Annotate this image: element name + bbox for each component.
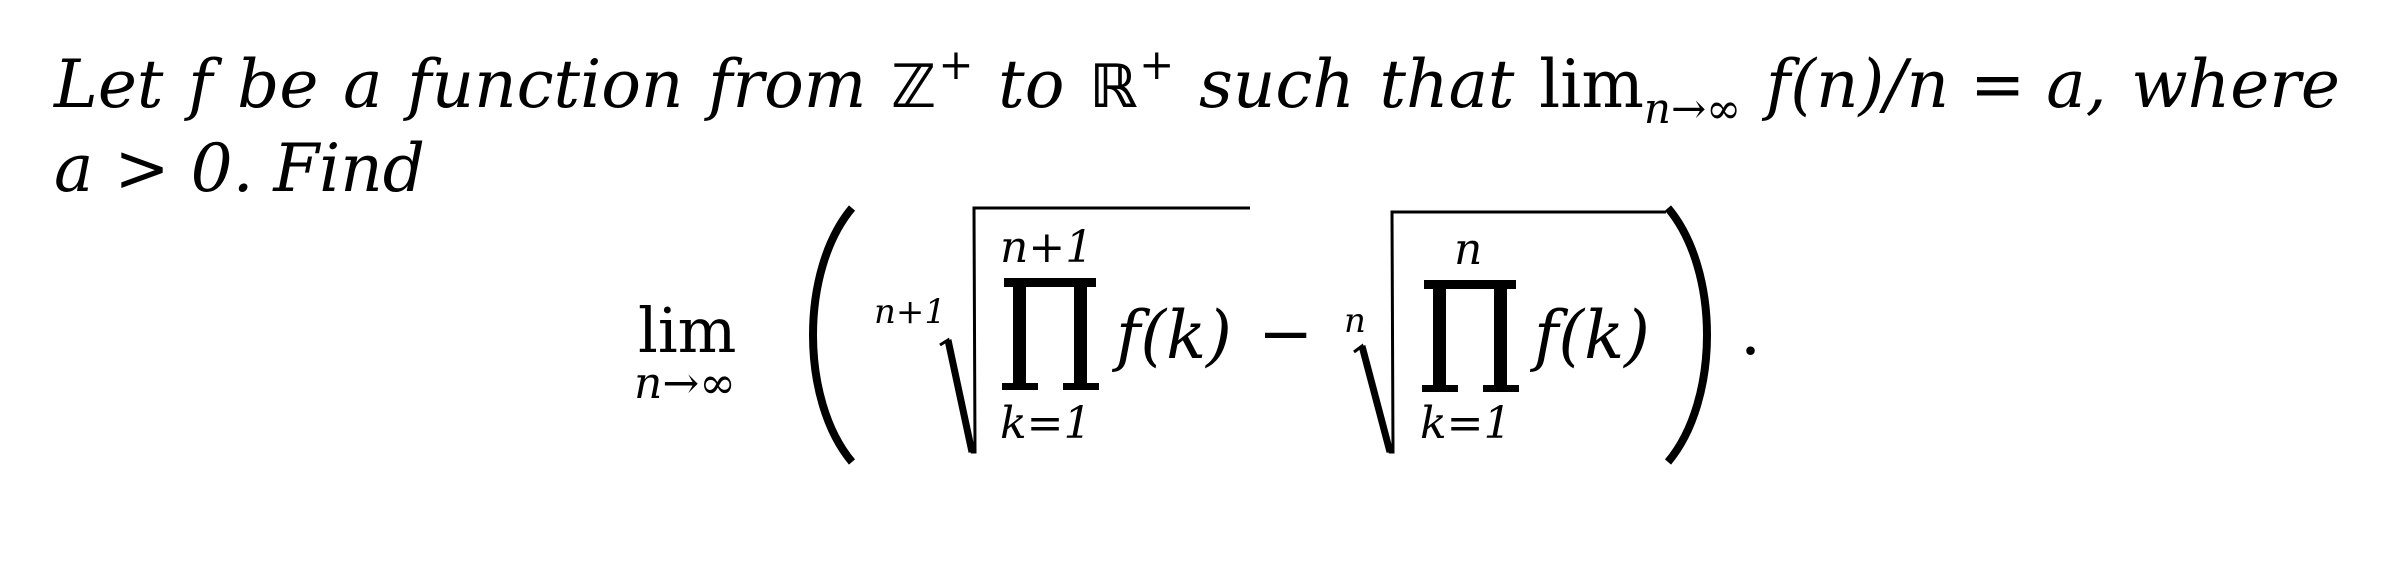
limit-expression: f(n)/n = a, [1765,46,2107,123]
minus-sign: − [1258,295,1313,372]
product-symbol-2 [1422,280,1519,392]
lim-operator: lim [638,294,736,367]
condition: a > 0. [54,130,254,207]
set-Z: ℤ [891,52,937,122]
set-R: ℝ [1089,52,1138,122]
problem-statement-line-1: Let f be a function from ℤ+ to ℝ+ such t… [54,44,2340,130]
word-to: to [998,46,1065,123]
word-be: be [237,46,319,123]
word-from: from [708,46,867,123]
left-paren [809,205,856,465]
word-a: a [343,46,383,123]
word-function: function [407,46,684,123]
word-where: where [2131,46,2340,123]
final-period: . [1740,293,1761,370]
right-paren [1664,205,1711,465]
prod2-body: f(k) [1529,297,1650,374]
prod1-lower-limit: k=1 [1000,398,1092,449]
prod2-upper-limit: n [1454,224,1482,275]
word-let: Let [54,46,164,123]
lim-subscript: n→∞ [634,358,736,409]
prod1-upper-limit: n+1 [1000,222,1093,273]
sup-plus: + [1139,40,1175,89]
lim-operator: lim [1539,46,1644,123]
prod2-lower-limit: k=1 [1420,398,1512,449]
word-that: that [1379,46,1515,123]
symbol-f: f [188,46,213,123]
set-positive-reals: ℝ+ [1089,44,1174,118]
root1-index: n+1 [874,292,946,332]
product-symbol-1 [1002,278,1099,390]
set-positive-integers: ℤ+ [891,44,973,118]
sup-plus: + [938,40,974,89]
inline-limit: limn→∞ [1539,52,1741,130]
problem-statement-line-2: a > 0.Find [54,136,425,202]
prod1-body: f(k) [1111,297,1232,374]
word-find: Find [273,130,426,207]
root2-index: n [1344,301,1366,341]
lim-subscript: n→∞ [1643,84,1742,133]
word-such: such [1199,46,1355,123]
